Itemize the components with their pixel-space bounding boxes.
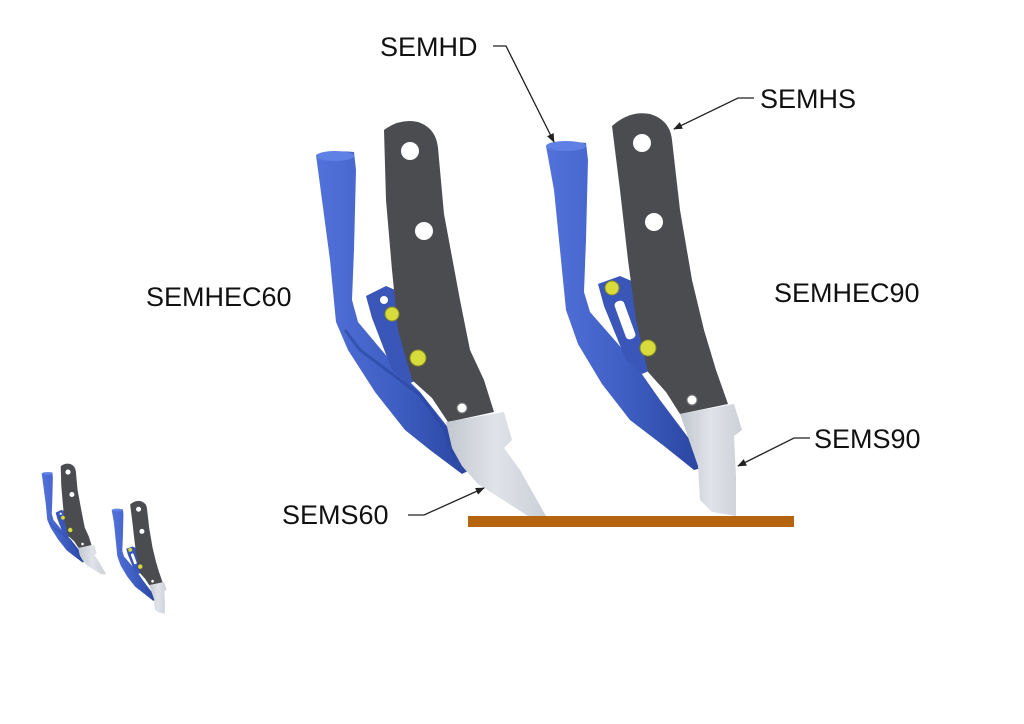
leader-semhd — [493, 45, 555, 143]
leader-sems90 — [737, 437, 810, 467]
label-sems60: SEMS60 — [282, 500, 389, 530]
leader-sems60 — [408, 487, 485, 516]
label-semhec60: SEMHEC60 — [146, 282, 292, 312]
label-semhec90: SEMHEC90 — [774, 278, 920, 308]
label-sems90: SEMS90 — [814, 424, 921, 454]
label-semhd: SEMHD — [380, 32, 478, 62]
label-semhs: SEMHS — [760, 84, 856, 114]
thumbnail-assemblies — [41, 463, 167, 614]
ground-bar — [468, 516, 794, 527]
leader-semhs — [673, 97, 754, 130]
thumbnail-semhec90 — [111, 500, 167, 614]
thumbnail-semhec60 — [41, 463, 107, 575]
semhec60-assembly — [314, 119, 548, 518]
semhec90-assembly — [545, 112, 743, 517]
